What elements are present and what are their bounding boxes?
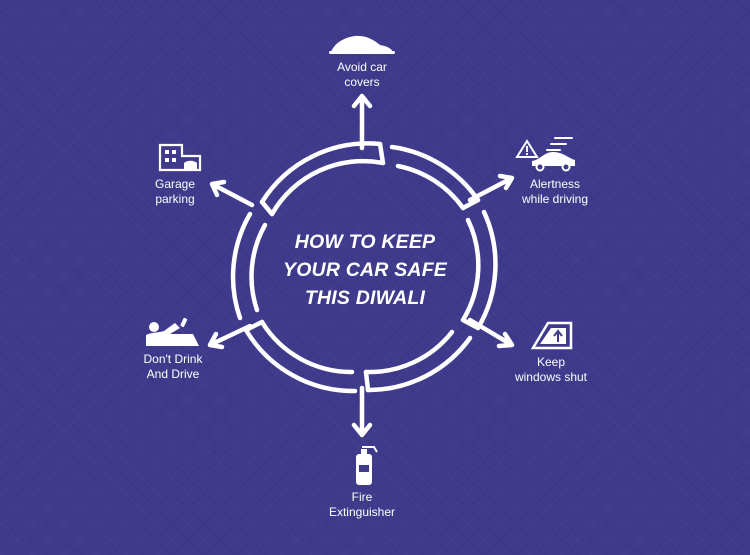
car-window-icon <box>530 321 573 350</box>
arrow-to-windows <box>467 317 515 349</box>
outer-ring-segment <box>389 144 481 203</box>
tip-label-dont-drink: Don't Drink And Drive <box>143 352 203 381</box>
ring-connector <box>460 197 481 211</box>
inner-ring-segment <box>259 319 355 375</box>
tip-label-extinguisher: Fire Extinguisher <box>328 490 396 519</box>
arrow-to-car-covers <box>351 93 373 151</box>
diagram-title: HOW TO KEEP YOUR CAR SAFE THIS DIWALI <box>240 228 490 312</box>
outer-ring-segment <box>365 335 473 393</box>
car-cover-icon <box>329 35 395 54</box>
tip-label-car-covers: Avoid car covers <box>337 60 387 89</box>
inner-ring-segment <box>460 217 481 323</box>
garage-icon <box>158 143 202 172</box>
inner-ring-segment <box>395 163 466 211</box>
tip-label-alertness: Alertness while driving <box>521 177 589 206</box>
tip-label-windows: Keep windows shut <box>514 355 588 384</box>
title-line-2: YOUR CAR SAFE <box>282 259 448 281</box>
outer-ring-segment <box>230 211 253 321</box>
arrow-to-dont-drink <box>207 323 253 350</box>
arrow-to-extinguisher <box>351 385 373 438</box>
outer-ring-segment <box>475 209 498 331</box>
ring-connector <box>363 369 371 393</box>
ring-connector <box>377 141 386 166</box>
ring-connector <box>259 199 275 217</box>
drunk-person-icon <box>146 317 199 346</box>
inner-ring-segment <box>363 329 455 375</box>
title-line-3: THIS DIWALI <box>304 287 426 309</box>
arrow-to-garage <box>209 179 255 208</box>
inner-ring-segment <box>249 222 268 313</box>
title-line-1: HOW TO KEEP <box>294 231 436 253</box>
inner-ring-segment <box>269 158 386 217</box>
tip-label-garage: Garage parking <box>154 177 196 206</box>
warning-car-icon <box>515 137 575 172</box>
outer-ring-segment <box>259 141 383 205</box>
fire-extinguisher-icon <box>356 446 378 485</box>
ring-connector <box>460 317 481 331</box>
arrow-to-alertness <box>467 173 515 203</box>
outer-ring-segment <box>243 327 358 394</box>
